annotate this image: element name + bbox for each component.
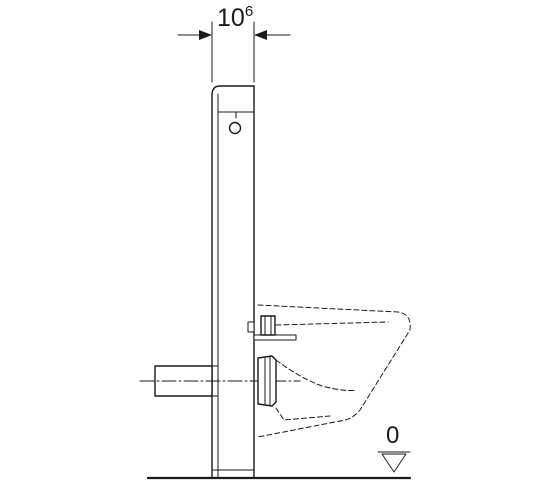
floor-level-label: 0 (386, 422, 399, 449)
bolt-stub (247, 321, 255, 333)
toilet-outline (257, 304, 411, 438)
mounting-bracket (247, 315, 297, 341)
floor-level-marker: 0 (377, 422, 411, 473)
dimension-value: 10 (217, 4, 245, 32)
dimension-superscript: 6 (245, 3, 253, 20)
width-dimension: 106 (177, 3, 291, 83)
dimension-arrow-left-head (199, 30, 212, 40)
flush-button-icon (228, 121, 242, 135)
toilet-bowl-interior (275, 359, 357, 391)
toilet-bowl-outline (257, 304, 411, 438)
dimension-arrow-right-head (254, 30, 267, 40)
connector-body (257, 355, 277, 407)
dimension-label: 106 (217, 3, 253, 32)
toilet-seat-line (275, 321, 389, 326)
toilet-base-curve (275, 407, 331, 421)
bracket-plate (253, 334, 297, 341)
level-marker-triangle-icon (381, 453, 407, 473)
waste-pipe-connection (139, 365, 301, 397)
panel-outline (211, 85, 255, 479)
bolt-housing (260, 315, 276, 336)
flush-connector (257, 355, 277, 407)
installation-panel (211, 85, 255, 479)
